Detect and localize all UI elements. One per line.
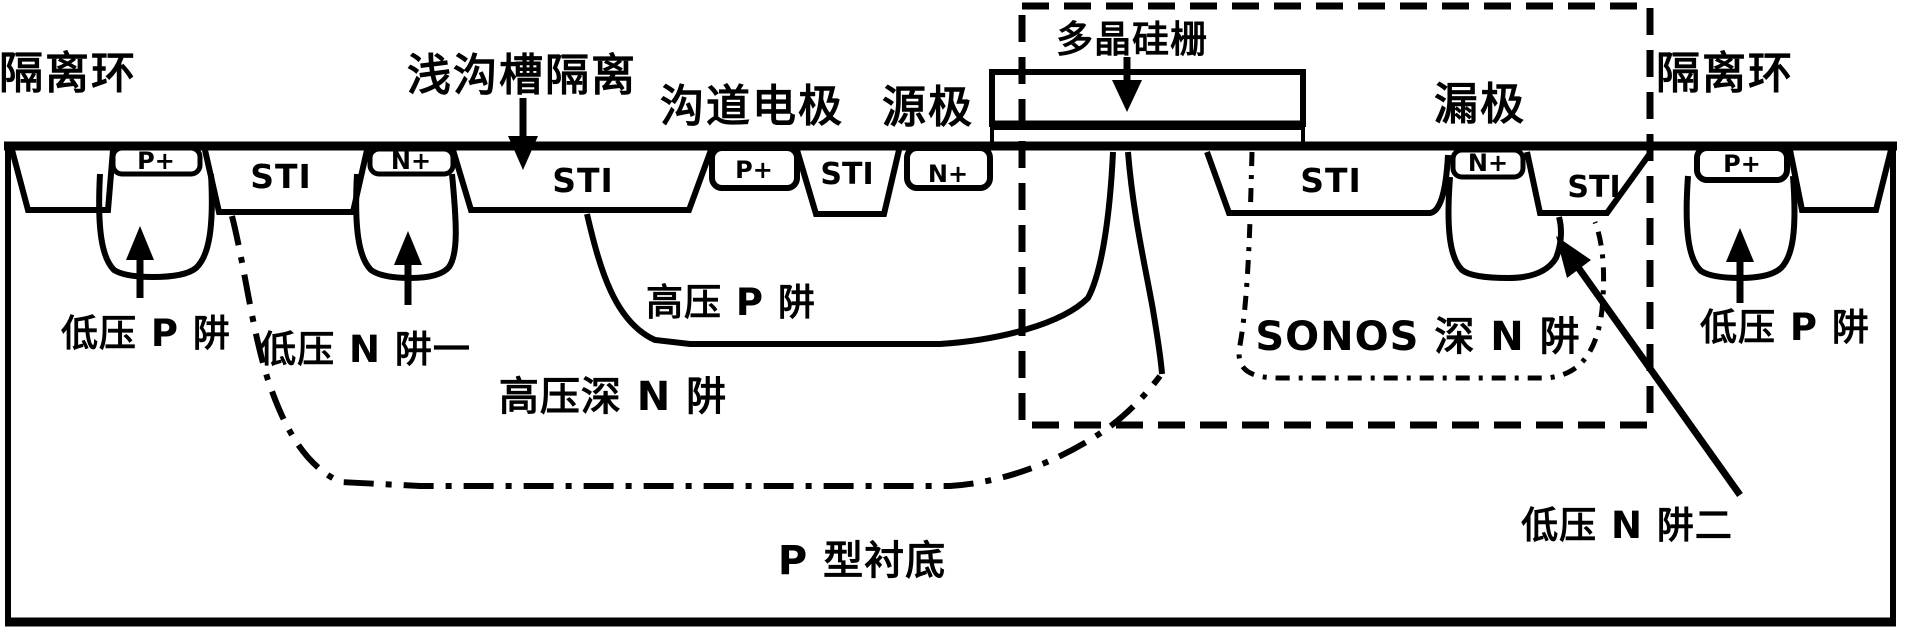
sti-trapezoid-drain-right bbox=[1524, 150, 1654, 216]
label-hv-deep-n-well: 高压深 N 阱 bbox=[499, 374, 727, 420]
lv-p-well-left-arrow bbox=[126, 226, 154, 298]
ono-layer-rect bbox=[990, 126, 1305, 148]
label-lv-n-well-2: 低压 N 阱二 bbox=[1521, 504, 1733, 547]
sti-pointer-arrow bbox=[508, 98, 538, 170]
label-source: 源极 bbox=[882, 82, 974, 133]
label-n-plus-left: N+ bbox=[391, 147, 431, 175]
sti-trapezoid-far-left bbox=[9, 149, 116, 213]
label-p-plus-right: P+ bbox=[1723, 150, 1761, 178]
label-n-plus-source: N+ bbox=[928, 160, 968, 188]
label-sti-drain-left: STI bbox=[1300, 161, 1362, 200]
hv-p-well-right-leg bbox=[1125, 151, 1165, 375]
label-channel-electrode: 沟道电极 bbox=[660, 81, 844, 132]
sti-trapezoid-far-right bbox=[1787, 149, 1894, 213]
lv-n-well-1-arrow bbox=[394, 231, 422, 305]
hv-p-well-boundary bbox=[584, 151, 1116, 347]
sti-trapezoid-3 bbox=[794, 149, 902, 217]
label-p-substrate: P 型衬底 bbox=[778, 538, 946, 584]
label-lv-n-well-1: 低压 N 阱一 bbox=[259, 328, 471, 371]
label-lv-p-well-left: 低压 P 阱 bbox=[61, 312, 231, 355]
sonos-deep-n-well-boundary bbox=[1236, 151, 1607, 381]
label-shallow-trench-isolation: 浅沟槽隔离 bbox=[407, 50, 637, 101]
label-sti-drain-right: STI bbox=[1567, 170, 1620, 205]
lv-n-well-2-pointer-arrow bbox=[1556, 236, 1743, 498]
sti-trapezoid-2 bbox=[202, 149, 370, 215]
label-n-plus-drain: N+ bbox=[1468, 149, 1508, 177]
label-p-plus-left: P+ bbox=[137, 147, 175, 175]
sti-trapezoid-big bbox=[450, 148, 714, 213]
label-hv-p-well: 高压 P 阱 bbox=[646, 281, 816, 324]
label-poly-silicon-gate: 多晶硅栅 bbox=[1056, 18, 1208, 61]
label-isolation-ring-right: 隔离环 bbox=[1656, 48, 1794, 99]
label-sti-big: STI bbox=[552, 161, 614, 200]
label-lv-p-well-right: 低压 P 阱 bbox=[1700, 306, 1870, 349]
sonos-cell-dashed-box bbox=[1018, 2, 1654, 429]
label-drain: 漏极 bbox=[1434, 79, 1526, 130]
label-sti-2: STI bbox=[250, 157, 312, 196]
lv-p-well-right-arrow bbox=[1726, 228, 1754, 303]
label-p-plus-channel: P+ bbox=[735, 156, 773, 184]
poly-gate-rect bbox=[989, 69, 1306, 127]
label-sti-3: STI bbox=[820, 157, 873, 192]
poly-gate-pointer-arrow bbox=[1112, 57, 1142, 112]
lv-p-well-left-boundary bbox=[96, 173, 215, 281]
label-sonos-deep-n-well: SONOS 深 N 阱 bbox=[1255, 314, 1580, 360]
sti-trapezoid-drain-left bbox=[1204, 150, 1451, 216]
label-isolation-ring-left: 隔离环 bbox=[0, 48, 137, 99]
lv-n-well-2-boundary bbox=[1445, 176, 1564, 282]
